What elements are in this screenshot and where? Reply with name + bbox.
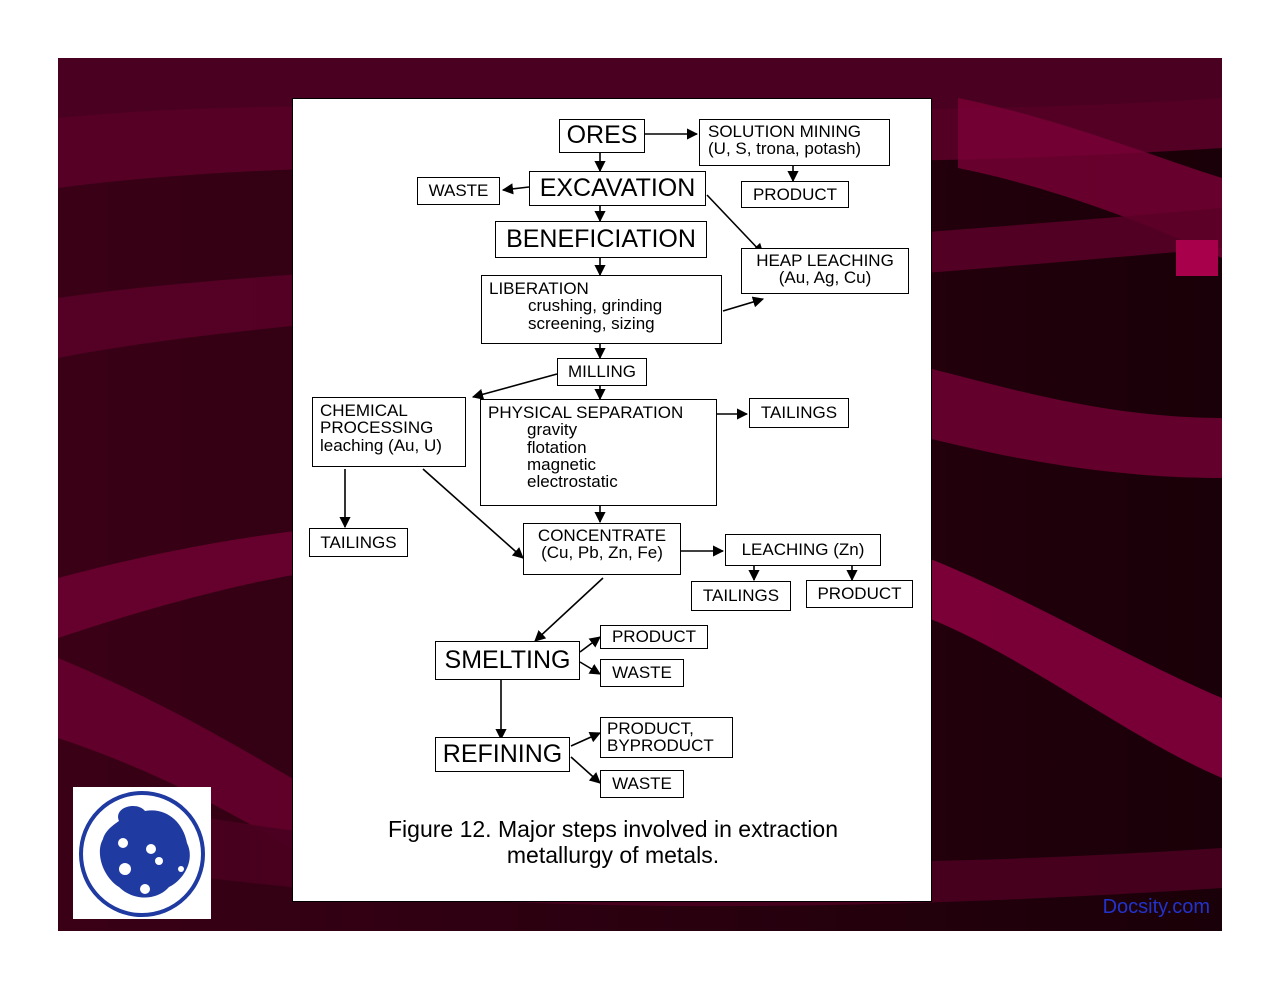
box-heap-leaching: HEAP LEACHING (Au, Ag, Cu): [741, 248, 909, 294]
box-beneficiation: BENEFICIATION: [495, 221, 707, 258]
box-waste-smelting: WASTE: [600, 659, 684, 687]
logo-graphic: [79, 791, 205, 917]
box-tailings-physical: TAILINGS: [749, 398, 849, 428]
accent-stripe: [1176, 240, 1218, 276]
docsity-logo-icon: [73, 787, 211, 919]
concentrate-detail: (Cu, Pb, Zn, Fe): [541, 543, 663, 563]
box-physical-separation: PHYSICAL SEPARATION gravity flotation ma…: [480, 399, 717, 506]
liberation-detail-1: crushing, grinding: [528, 296, 663, 316]
box-liberation: LIBERATION crushing, grinding screening,…: [481, 275, 722, 344]
chemical-detail: leaching (Au, U): [320, 435, 442, 455]
liberation-title: LIBERATION: [489, 279, 589, 298]
concentrate-title: CONCENTRATE: [537, 526, 667, 545]
figure-panel: ORES SOLUTION MINING (U, S, trona, potas…: [292, 98, 932, 902]
box-excavation: EXCAVATION: [529, 171, 706, 206]
caption-line-2: metallurgy of metals.: [506, 841, 720, 868]
heap-leaching-title: HEAP LEACHING: [756, 251, 894, 270]
docsity-link[interactable]: Docsity.com: [1102, 896, 1210, 918]
liberation-detail-2: screening, sizing: [528, 313, 655, 333]
physical-title: PHYSICAL SEPARATION: [488, 403, 684, 422]
box-product-smelting: PRODUCT: [600, 625, 708, 649]
box-ores: ORES: [559, 119, 645, 153]
physical-detail-4: electrostatic: [527, 472, 618, 492]
box-waste-refining: WASTE: [600, 770, 684, 798]
box-chemical-processing: CHEMICAL PROCESSING leaching (Au, U): [312, 397, 466, 467]
box-product-refining: PRODUCT, BYPRODUCT: [600, 717, 733, 758]
box-solution-mining: SOLUTION MINING (U, S, trona, potash): [699, 119, 890, 166]
solution-mining-title: SOLUTION MINING: [708, 122, 862, 141]
box-refining: REFINING: [435, 737, 570, 772]
product-refining-line-2: BYPRODUCT: [607, 736, 714, 756]
physical-detail-2: flotation: [527, 437, 587, 457]
chemical-title-2: PROCESSING: [320, 418, 434, 438]
solution-mining-detail: (U, S, trona, potash): [708, 139, 862, 159]
box-leaching-zn: LEACHING (Zn): [725, 534, 881, 566]
figure-caption: Figure 12. Major steps involved in extra…: [343, 816, 883, 869]
physical-detail-1: gravity: [527, 420, 578, 440]
box-concentrate: CONCENTRATE (Cu, Pb, Zn, Fe): [523, 523, 681, 575]
box-tailings-leaching: TAILINGS: [691, 581, 791, 611]
box-product-leaching: PRODUCT: [806, 580, 913, 608]
box-milling: MILLING: [557, 358, 647, 386]
caption-line-1: Figure 12. Major steps involved in extra…: [388, 816, 838, 842]
product-refining-line-1: PRODUCT,: [607, 719, 694, 738]
box-tailings-chemical: TAILINGS: [309, 528, 408, 557]
chemical-title-1: CHEMICAL: [320, 401, 408, 420]
box-waste-excavation: WASTE: [417, 177, 500, 205]
heap-leaching-detail: (Au, Ag, Cu): [778, 268, 872, 288]
flowchart-arrows: [339, 128, 858, 784]
box-product-solution: PRODUCT: [741, 181, 849, 208]
box-smelting: SMELTING: [435, 641, 580, 680]
physical-detail-3: magnetic: [527, 454, 596, 474]
